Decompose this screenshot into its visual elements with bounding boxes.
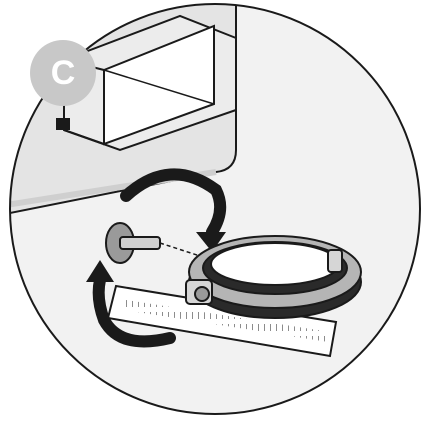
- pipe-clamp: [186, 236, 361, 318]
- step-letter: C: [51, 56, 76, 90]
- step-badge: C: [30, 40, 96, 106]
